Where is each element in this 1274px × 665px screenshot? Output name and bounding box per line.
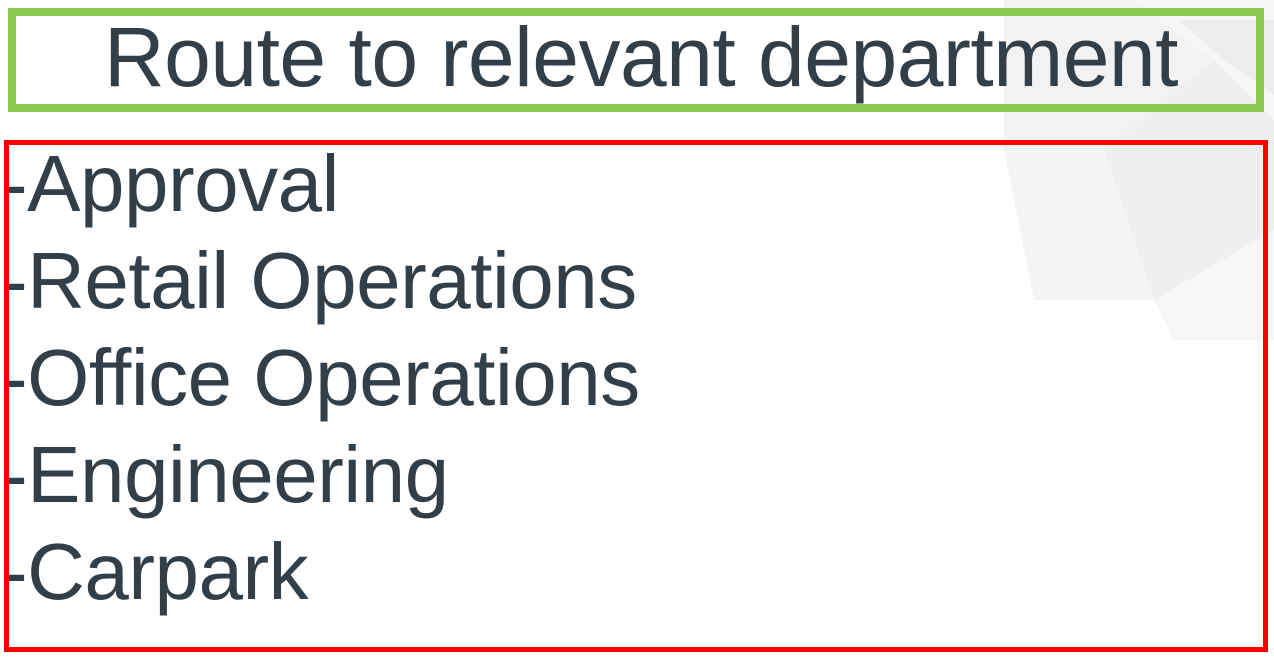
list-item: -Carpark	[9, 523, 1263, 620]
list-item: -Retail Operations	[9, 232, 1263, 329]
list-item-dash: -	[9, 145, 28, 228]
title-box: Route to relevant department	[8, 8, 1264, 112]
page-title: Route to relevant department	[104, 10, 1178, 104]
list-item-dash: -	[9, 430, 28, 519]
list-item-label: Approval	[27, 140, 339, 228]
department-list: -Approval -Retail Operations -Office Ope…	[9, 140, 1263, 620]
list-item-label: Office Operations	[27, 333, 640, 422]
list-item: -Approval	[9, 140, 1263, 232]
list-item-label: Carpark	[27, 527, 309, 616]
list-item-label: Retail Operations	[27, 236, 637, 325]
list-item-dash: -	[9, 333, 28, 422]
list-item-dash: -	[9, 527, 28, 616]
list-item-dash: -	[9, 236, 28, 325]
list-item: -Engineering	[9, 426, 1263, 523]
department-list-box: -Approval -Retail Operations -Office Ope…	[4, 140, 1268, 652]
list-item-label: Engineering	[27, 430, 449, 519]
list-item: -Office Operations	[9, 329, 1263, 426]
